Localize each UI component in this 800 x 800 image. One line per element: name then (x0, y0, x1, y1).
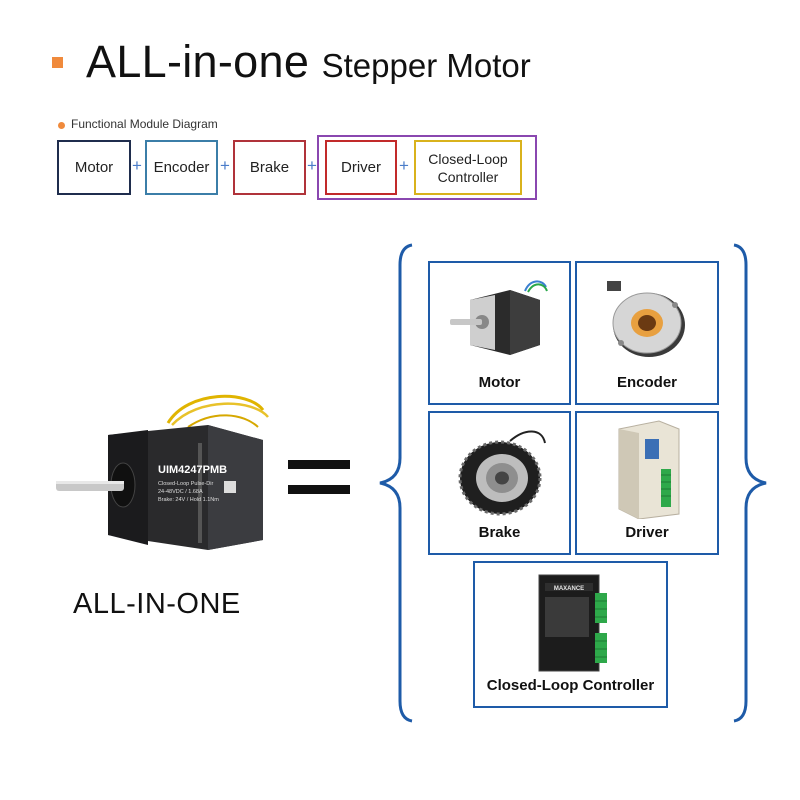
page-title: ALL-in-one Stepper Motor (86, 36, 531, 96)
encoder-image (607, 281, 685, 357)
title-marker (52, 57, 63, 68)
motor-spec-line: 24-48VDC / 1.68A (158, 489, 203, 495)
module-driver: Driver (325, 140, 397, 195)
component-card-encoder: Encoder (575, 261, 719, 405)
component-card-closed-loop-controller: MAXANCE Closed-Loop Controller (473, 561, 668, 708)
module-encoder: Encoder (145, 140, 218, 195)
plus-sign: + (307, 156, 317, 175)
all-in-one-motor-image: UIM4247PMB Closed-Loop Pulse-Dir 24-48VD… (56, 394, 269, 550)
motor-spec-line: Closed-Loop Pulse-Dir (158, 481, 213, 487)
component-label: Closed-Loop Controller (486, 677, 655, 694)
component-label: Brake (478, 524, 521, 541)
motor-model-text: UIM4247PMB (158, 464, 227, 476)
motor-spec-line: Brake: 24V / Hold 1.1Nm (158, 497, 219, 503)
module-closed-loop-controller: Closed-Loop Controller (414, 140, 522, 195)
plus-sign: + (399, 156, 409, 175)
all-in-one-caption: ALL-IN-ONE (73, 588, 241, 620)
functional-diagram-label: Functional Module Diagram (71, 117, 218, 131)
component-card-driver: Driver (575, 411, 719, 555)
stepper-motor-image (450, 280, 548, 355)
component-label: Motor (478, 374, 521, 391)
left-brace (379, 243, 413, 723)
title-main: ALL-in-one (86, 36, 310, 87)
right-brace (733, 243, 767, 723)
closed-loop-controller-image: MAXANCE (538, 574, 607, 672)
component-label: Encoder (616, 374, 677, 391)
plus-sign: + (220, 156, 230, 175)
component-card-brake: Brake (428, 411, 571, 555)
controller-brand-text: MAXANCE (554, 586, 584, 592)
equals-sign (288, 460, 350, 510)
component-card-motor: Motor (428, 261, 571, 405)
title-sub: Stepper Motor (321, 47, 531, 84)
module-brake: Brake (233, 140, 306, 195)
module-motor: Motor (57, 140, 131, 195)
driver-image (618, 420, 680, 519)
driver-controller-group (317, 135, 537, 200)
bullet-dot (58, 122, 65, 129)
brake-image (458, 430, 546, 516)
plus-sign: + (132, 156, 142, 175)
component-label: Driver (625, 524, 669, 541)
